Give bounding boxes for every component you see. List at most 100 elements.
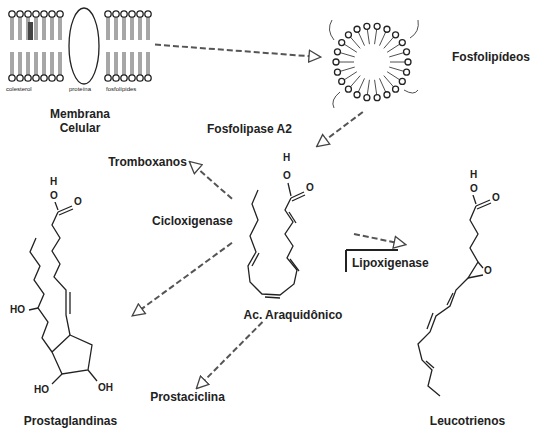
- line-stroke: [473, 195, 476, 204]
- lipid-tail: [43, 17, 44, 40]
- lipid-tail: [59, 52, 60, 75]
- lipid-tail: [375, 29, 377, 44]
- line-stroke: [69, 292, 70, 314]
- arrow-connector: [155, 45, 320, 57]
- molecule-node: Tromboxanos: [105, 154, 190, 170]
- line-stroke: [265, 297, 280, 298]
- arrow-connector: [190, 162, 232, 199]
- lipid-head: [364, 95, 370, 101]
- line-stroke: [346, 249, 398, 251]
- lipid-head: [33, 11, 39, 17]
- lipid-head: [121, 75, 127, 81]
- lipid-head: [354, 26, 360, 32]
- molecule-name: Tromboxanos: [108, 155, 187, 169]
- atom-label: H: [283, 152, 290, 164]
- molecule-node: Membrana Celular: [5, 5, 155, 137]
- molecule-name: Leucotrienos: [430, 414, 505, 428]
- atom-label: O: [306, 182, 314, 194]
- lipid-tail: [45, 52, 46, 75]
- line-stroke: [476, 200, 490, 206]
- line-stroke: [477, 203, 491, 209]
- lipid-tail: [117, 17, 118, 40]
- line-stroke: [252, 253, 259, 266]
- arrow-connector: [197, 322, 263, 388]
- polyline-stroke: [30, 238, 52, 352]
- lipid-head: [374, 23, 380, 29]
- lipid-tail: [11, 17, 12, 40]
- lipid-head: [333, 59, 339, 65]
- lipid-tail: [107, 52, 108, 75]
- lipid-tail: [379, 32, 385, 46]
- molecule-node: Ac. Araquidônico: [232, 146, 354, 322]
- lipid-head: [334, 49, 340, 55]
- lipid-tail: [340, 67, 354, 71]
- lipid-tail: [384, 76, 394, 87]
- lipid-tail: [344, 44, 357, 52]
- lipid-tail: [27, 17, 28, 40]
- lipid-head: [404, 49, 410, 55]
- lipid-tail: [125, 17, 126, 40]
- lipid-tail: [139, 17, 140, 40]
- arrow-connector: [317, 112, 362, 146]
- lipid-tail: [61, 52, 62, 75]
- lipid-head: [145, 75, 151, 81]
- part-label: fosfolípides: [106, 86, 136, 93]
- free-tail: [329, 20, 418, 108]
- lipid-head: [17, 75, 23, 81]
- lipid-tail: [53, 17, 54, 40]
- lipid-tail: [19, 17, 20, 40]
- lipid-tail: [59, 17, 60, 40]
- molecule-name: Membrana Celular: [35, 107, 125, 135]
- lipid-tail: [13, 17, 14, 40]
- lipid-tail: [45, 17, 46, 40]
- lipid-head: [9, 75, 15, 81]
- lipid-tail: [123, 52, 124, 75]
- line-stroke: [29, 308, 38, 310]
- lipid-tail: [109, 52, 110, 75]
- atom-label: O: [50, 190, 58, 202]
- molecule-name: Fosfolipídeos: [452, 50, 530, 64]
- lipid-tail: [13, 52, 14, 75]
- lipid-tail: [149, 52, 150, 75]
- atom-label: H: [470, 169, 477, 181]
- lipid-head: [393, 32, 399, 38]
- lipid-tail: [43, 52, 44, 75]
- polygon-stroke: [52, 335, 92, 374]
- lipid-tail: [53, 52, 54, 75]
- lipid-head: [393, 86, 399, 92]
- lipid-head: [113, 75, 119, 81]
- atom-label: HO: [34, 384, 49, 396]
- lipid-tail: [387, 72, 400, 80]
- line-stroke: [427, 313, 433, 329]
- lipid-head: [49, 11, 55, 17]
- lipid-tail: [141, 52, 142, 75]
- lipid-head: [145, 11, 151, 17]
- lipid-tail: [123, 17, 124, 40]
- lipid-head: [364, 23, 370, 29]
- lipid-tail: [350, 37, 360, 48]
- lipid-tail: [147, 52, 148, 75]
- lipid-tail: [11, 52, 12, 75]
- lipid-head: [345, 32, 351, 38]
- lipid-head: [57, 75, 63, 81]
- part-label: proteína: [69, 86, 91, 93]
- polyline-stroke: [248, 190, 297, 295]
- line-stroke: [345, 250, 347, 272]
- lipid-head: [345, 86, 351, 92]
- lipid-tail: [107, 17, 108, 40]
- lipid-tail: [367, 80, 369, 95]
- lipid-tail: [367, 29, 369, 44]
- line-stroke: [291, 192, 304, 198]
- lipid-tail: [115, 52, 116, 75]
- lipid-tail: [389, 53, 403, 57]
- lipid-head: [113, 11, 119, 17]
- lipid-head: [404, 69, 410, 75]
- lipid-tail: [358, 78, 364, 92]
- enzyme-label: Lipoxigenase: [350, 256, 431, 270]
- line-stroke: [468, 275, 483, 278]
- molecule-name: Ac. Araquidônico: [244, 308, 343, 322]
- line-stroke: [88, 370, 97, 381]
- lipid-tail: [358, 32, 364, 46]
- phospholipid-micelle: [329, 20, 418, 108]
